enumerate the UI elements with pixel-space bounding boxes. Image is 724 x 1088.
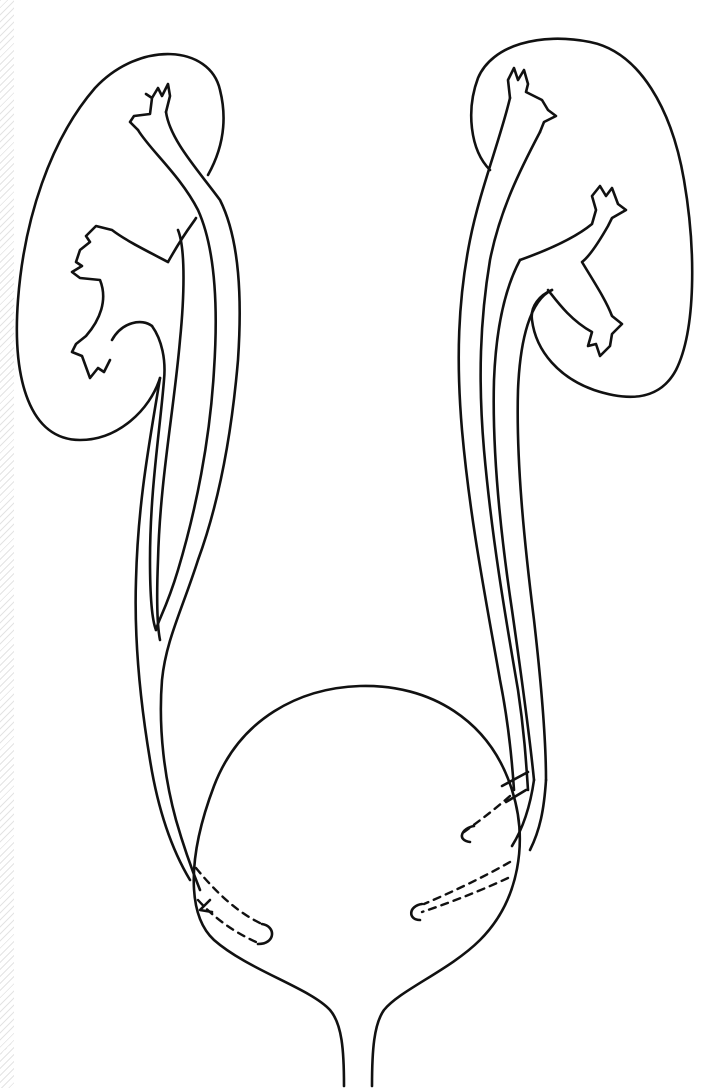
left-kidney <box>17 54 224 440</box>
ureteric-orifices <box>196 796 510 944</box>
left-kidney-outline <box>17 54 224 440</box>
right-lower-ureter-inner <box>518 290 552 780</box>
right-upper-calyx <box>508 68 556 132</box>
right-kidney-outline <box>471 39 692 397</box>
left-orifice-arrow <box>200 900 212 912</box>
left-intramural-ureter-2 <box>198 900 256 942</box>
right-lower-ureter-outer <box>494 260 534 780</box>
right-lower-calyx <box>520 186 626 356</box>
left-orifice <box>258 924 272 944</box>
left-ureter-duplex <box>136 112 240 890</box>
bladder <box>194 686 520 1086</box>
left-upper-ureter-outer <box>161 112 240 890</box>
right-upper-orifice <box>462 826 474 842</box>
right-upper-ureter-inner <box>481 132 540 790</box>
right-ureter-duplex <box>459 98 552 850</box>
right-intramural-ureter-2 <box>422 878 508 912</box>
right-upper-ureter-outer <box>459 98 514 790</box>
bladder-outline <box>194 686 520 1086</box>
left-upper-calyx <box>130 84 170 130</box>
left-intramural-ureter-1 <box>196 868 262 924</box>
left-lower-calyx <box>72 226 168 378</box>
left-common-ureter-inner <box>157 230 183 640</box>
right-kidney <box>471 39 692 397</box>
right-lower-orifice <box>411 904 422 920</box>
left-common-ureter-outer <box>136 378 190 880</box>
